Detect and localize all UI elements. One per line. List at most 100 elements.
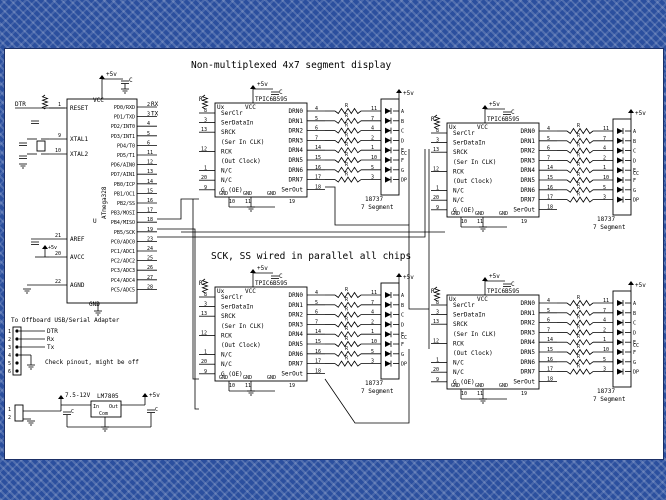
mcu-supply-label: +5v [106, 71, 117, 78]
register-left-pin-num: 13 [433, 319, 439, 325]
usb-pin-num: 5 [8, 361, 11, 367]
usb-title: To Offboard USB/Serial Adapter [11, 317, 120, 324]
segment-resistor [334, 311, 362, 318]
segment-pin-num: 1 [603, 337, 606, 343]
segment-diode [385, 350, 391, 357]
register-right-pin-num: 6 [547, 318, 550, 324]
register-left-pin-num: 20 [433, 195, 439, 201]
register-pullup [201, 94, 209, 110]
power-pin-2: 2 [8, 415, 11, 421]
supply-arrow [250, 85, 256, 89]
register-right-pin-name: DRN7 [521, 197, 536, 204]
register-right-pin-num: 5 [315, 116, 318, 122]
segment-resistor [566, 348, 594, 356]
segment-name: F [633, 350, 636, 356]
register-right-pin-num: 16 [547, 357, 553, 363]
segment-pin-num: 5 [371, 349, 374, 355]
regulator-in-label: In [93, 404, 99, 410]
segment-name: B [401, 119, 404, 125]
register-left-pin-num: 20 [201, 175, 207, 181]
segment-pin-num: 10 [603, 175, 609, 181]
register-right-pin-name: DRN0 [521, 300, 536, 307]
segment-resistor [566, 338, 594, 346]
register-right-pin-name: DRN2 [289, 128, 304, 135]
title-main: Non-multiplexed 4x7 segment display [191, 60, 391, 71]
register-left-pin-num: 8 [436, 128, 439, 134]
register-right-pin-name: DRN4 [521, 167, 536, 174]
register-right-pin-num: 7 [547, 155, 550, 161]
segment-resistor [566, 299, 594, 307]
register-pin-11: 11 [477, 391, 483, 397]
regulator-part-label: LM7805 [97, 393, 119, 400]
register-right-pin-name: DRN5 [521, 177, 536, 184]
register-right-pin-num: 5 [547, 136, 550, 142]
mcu-left-pin-num: 9 [58, 133, 61, 139]
supply-arrow [142, 393, 148, 397]
segment-pin-num: 5 [371, 165, 374, 171]
register-left-pin-name: SerClr [221, 110, 243, 117]
segment-resistor [334, 117, 362, 125]
register-right-pin-name: DRN4 [289, 147, 304, 154]
mcu-right-pin-name: PD6/AIN0 [111, 163, 135, 169]
segment-pin-num: 2 [603, 327, 606, 333]
segment-r-label: R [577, 344, 581, 350]
register-right-pin-name: DRN5 [289, 341, 304, 348]
segment-resistor [566, 176, 594, 184]
segment-name: E [401, 332, 404, 338]
segment-resistor [566, 309, 594, 317]
sck-bus [157, 198, 199, 220]
register-part-label: TPIC6B595 [255, 96, 288, 103]
segment-name: G [633, 188, 636, 194]
register-right-pin-num: 18 [547, 204, 553, 210]
register-left-pin-name: N/C [453, 360, 464, 367]
mcu-right-pin-name: PD2/INT0 [111, 124, 135, 130]
segment-name: D [401, 138, 404, 144]
regulator-cap-label: C [71, 409, 74, 415]
segment-pin-num: 5 [603, 357, 606, 363]
mcu-name: ATmega328 [101, 186, 108, 219]
register-right-pin-name: DRN2 [289, 312, 304, 319]
display-type-label: 7 Segment [361, 204, 394, 211]
register-left-pin-num: 1 [436, 358, 439, 364]
segment-resistor [334, 350, 362, 358]
segment-r-label: R [345, 336, 349, 342]
segment-name: DP [633, 198, 639, 204]
register-left-pin-num: 12 [201, 330, 207, 336]
segment-diode [385, 331, 391, 338]
segment-r-label: R [577, 305, 581, 311]
register-right-pin-num: 15 [315, 339, 321, 345]
register-right-pin-name: DRN6 [289, 351, 304, 358]
segment-diode [385, 301, 391, 308]
segment-resistor [566, 196, 594, 203]
register-right-pin-name: DRN7 [289, 177, 304, 184]
register-left-pin-name: G (OE) [453, 379, 475, 386]
register-right-pin-name: DRN3 [521, 157, 536, 164]
segment-name: F [401, 342, 404, 348]
register-right-pin-name: DRN3 [289, 137, 304, 144]
register-left-pin-name: SerDataIn [453, 140, 486, 147]
usb-pin-num: 6 [8, 369, 11, 375]
usb-pin [15, 337, 19, 341]
register-left-pin-num: 13 [201, 127, 207, 133]
register-pullup [201, 278, 209, 294]
mcu-left-pin-num: 21 [55, 233, 61, 239]
register-gnd-label: GND [219, 191, 228, 197]
segment-pin-num: 3 [371, 175, 374, 181]
segment-diode [617, 358, 623, 365]
segment-name: C [401, 313, 404, 319]
register-left-pin-name: RCK [453, 168, 464, 175]
register-vcc-label: VCC [477, 296, 488, 303]
mcu-right-pin-name: PB5/SCK [114, 230, 135, 236]
register-left-pin-name: RCK [221, 332, 232, 339]
register-right-pin-num: 14 [547, 165, 553, 171]
usb-header-body [12, 326, 22, 376]
segment-name: G [401, 352, 404, 358]
segment-r-label: R [345, 152, 349, 158]
segment-r-label: R [577, 324, 581, 330]
usb-pin [15, 329, 19, 333]
register-right-pin-num: 16 [315, 349, 321, 355]
segment-r-label: R [577, 162, 581, 168]
register-left-pin-name: SRCK [453, 149, 468, 156]
display-cc-label: CC [401, 335, 407, 341]
segment-pin-num: 5 [603, 185, 606, 191]
